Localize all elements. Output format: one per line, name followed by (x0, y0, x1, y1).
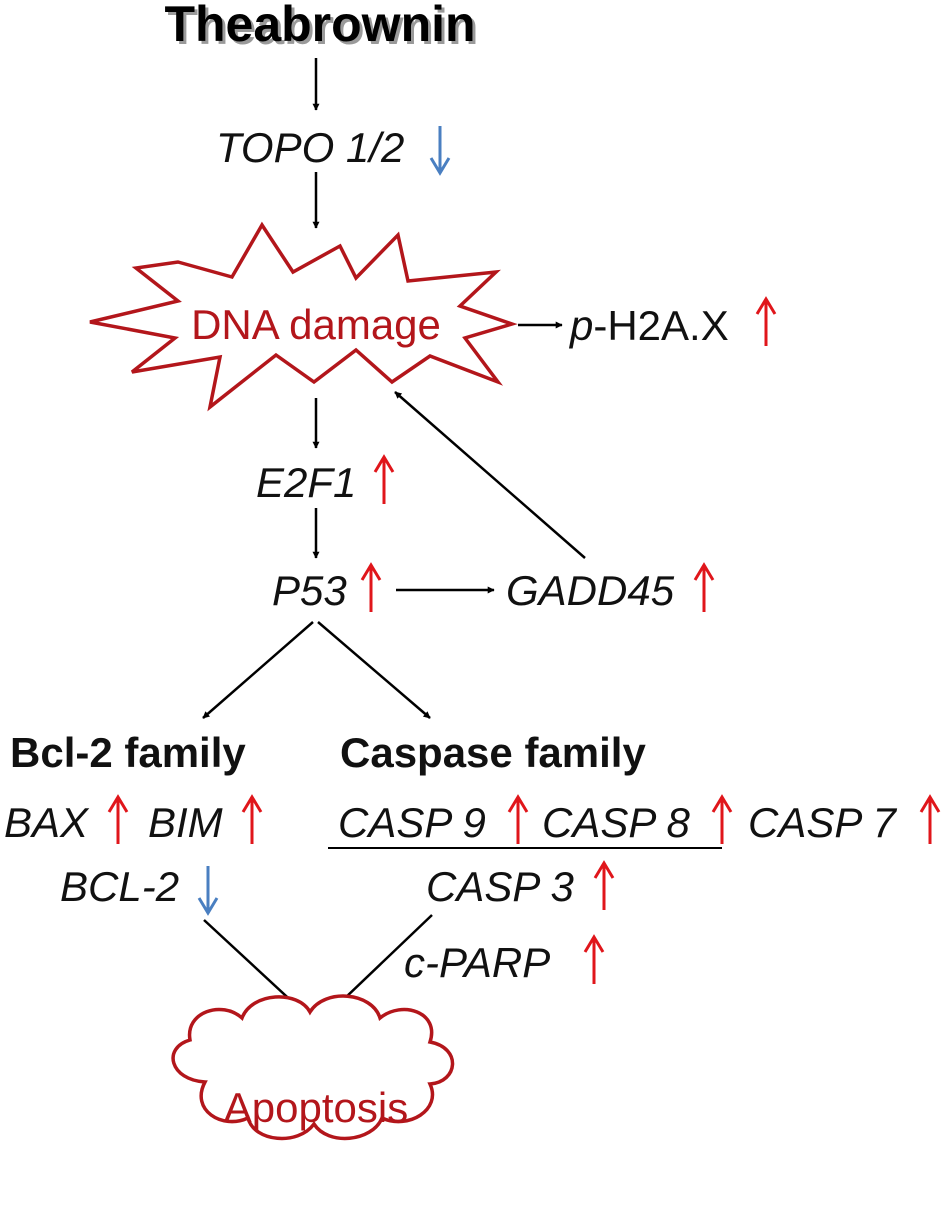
ph2ax-prefix: p (568, 302, 593, 349)
dna-damage-starburst (89, 221, 518, 412)
casp9-up-arrow (507, 794, 529, 844)
node-casp7: CASP 7 (748, 799, 897, 846)
node-dna-damage: DNA damage (191, 301, 441, 348)
node-p53: P53 (272, 567, 347, 614)
p53-up-arrow (360, 562, 382, 612)
node-e2f1: E2F1 (256, 459, 356, 506)
node-casp3: CASP 3 (426, 863, 574, 910)
bax-up-arrow (107, 794, 129, 844)
node-cparp: c-PARP (404, 939, 550, 986)
edge-gadd45-dna (394, 391, 586, 559)
title-shadow: Theabrownin (167, 0, 478, 55)
cparp-up-arrow (583, 934, 605, 984)
node-topo: TOPO 1/2 (216, 124, 404, 171)
apoptosis-cloud (171, 994, 455, 1141)
ph2ax-up-arrow (755, 296, 777, 346)
node-ph2ax: p-H2A.X (568, 302, 729, 349)
edge-p53-caspfam (317, 621, 431, 719)
node-bcl2: BCL-2 (60, 863, 179, 910)
edge-p53-bcl2fam (202, 621, 314, 719)
node-bim: BIM (148, 799, 223, 846)
bcl2-down-arrow (197, 866, 219, 916)
heading-caspase-family: Caspase family (340, 729, 646, 776)
e2f1-up-arrow (373, 454, 395, 504)
node-bax: BAX (4, 799, 90, 846)
heading-bcl2-family: Bcl-2 family (10, 729, 246, 776)
node-casp9: CASP 9 (338, 799, 486, 846)
casp7-up-arrow (919, 794, 941, 844)
casp8-up-arrow (711, 794, 733, 844)
bim-up-arrow (241, 794, 263, 844)
gadd45-up-arrow (693, 562, 715, 612)
casp3-up-arrow (593, 860, 615, 910)
topo-down-arrow (429, 126, 451, 176)
ph2ax-rest: -H2A.X (593, 302, 728, 349)
title-theabrownin: Theabrownin (164, 0, 475, 52)
node-gadd45: GADD45 (506, 567, 675, 614)
node-casp8: CASP 8 (542, 799, 690, 846)
node-apoptosis: Apoptosis (224, 1084, 408, 1131)
